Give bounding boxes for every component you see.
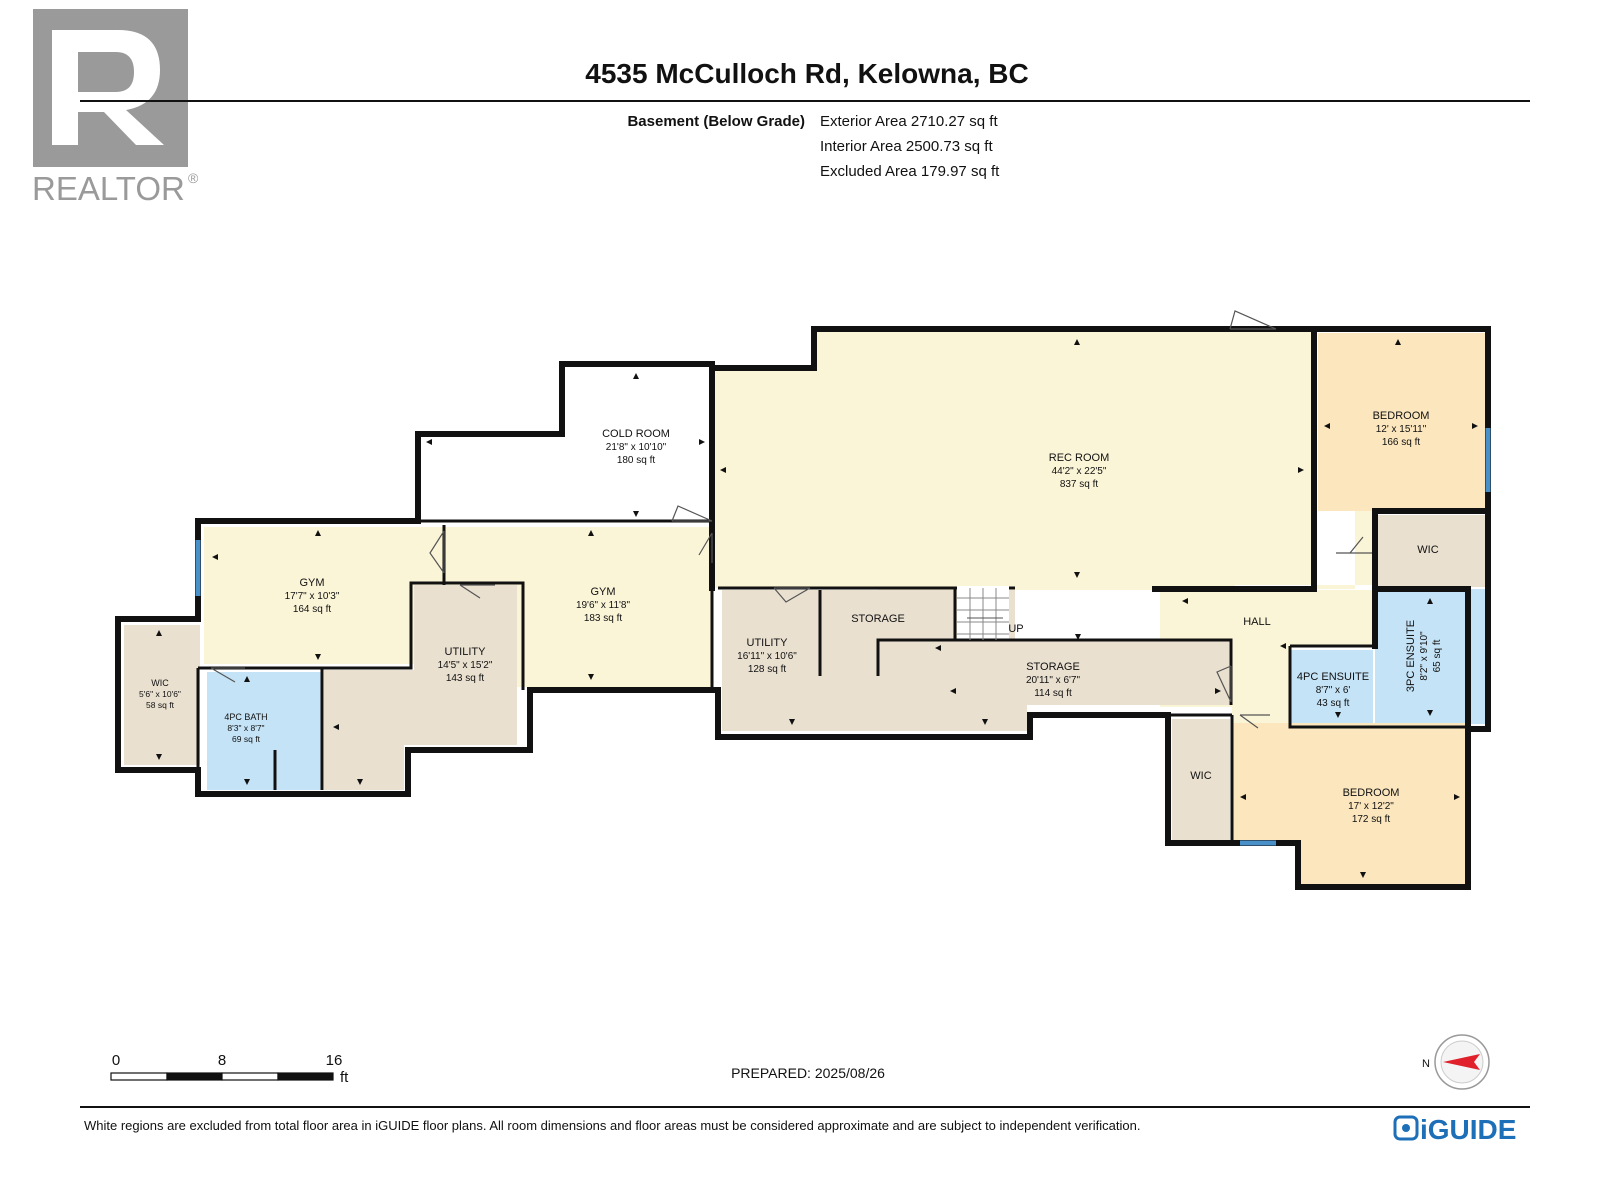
storage-1-area xyxy=(824,590,955,646)
room-name: UTILITY xyxy=(445,646,487,658)
room-dimensions: 8'2" x 9'10" xyxy=(1419,631,1430,681)
compass-arrow-icon xyxy=(1443,1054,1480,1070)
room-area: 69 sq ft xyxy=(232,734,261,744)
door-swing xyxy=(1229,310,1277,330)
realtor-wordmark: REALTOR xyxy=(32,170,185,207)
scale-label-0: 0 xyxy=(112,1052,120,1069)
ensuite-4pc-area xyxy=(1290,650,1373,724)
cold-room-area xyxy=(418,368,712,522)
prepared-date: PREPARED: 2025/08/26 xyxy=(731,1065,885,1081)
stairs-label: UP xyxy=(1008,623,1023,635)
room-dimensions: 5'6" x 10'6" xyxy=(139,689,181,699)
room-name: BEDROOM xyxy=(1373,410,1430,422)
room-labels: COLD ROOM 21'8" x 10'10" 180 sq ft REC R… xyxy=(139,410,1443,825)
room-dimensions: 44'2" x 22'5" xyxy=(1052,466,1107,477)
room-dimensions: 12' x 15'11" xyxy=(1376,424,1427,435)
room-name: WIC xyxy=(1190,770,1211,782)
excluded-area: Excluded Area 179.97 sq ft xyxy=(820,163,1000,180)
footer-disclaimer: White regions are excluded from total fl… xyxy=(84,1118,1140,1133)
bedroom-2-area xyxy=(1232,723,1468,885)
stairs xyxy=(957,588,1009,640)
door-swing xyxy=(698,532,713,563)
room-dimensions: 19'6" x 11'8" xyxy=(576,600,631,611)
door-swing xyxy=(429,530,445,574)
room-name: BEDROOM xyxy=(1343,787,1400,799)
door-swing xyxy=(773,587,811,603)
room-name: WIC xyxy=(1417,544,1438,556)
iguide-wordmark: iGUIDE xyxy=(1420,1114,1516,1145)
room-area: 128 sq ft xyxy=(748,664,787,675)
rec-room-area xyxy=(712,329,1375,640)
wic-3-area xyxy=(1172,719,1230,843)
door-swing xyxy=(671,505,713,522)
page-title: 4535 McCulloch Rd, Kelowna, BC xyxy=(585,58,1028,89)
realtor-logo: REALTOR ® xyxy=(32,9,199,207)
room-name: COLD ROOM xyxy=(602,428,670,440)
room-name: HALL xyxy=(1243,616,1271,628)
room-name: STORAGE xyxy=(1026,661,1080,673)
windows xyxy=(195,428,1491,846)
doors xyxy=(210,310,1372,729)
scale-bar: 0 8 16 ft xyxy=(110,1052,349,1086)
exterior-area: Exterior Area 2710.27 sq ft xyxy=(820,113,998,130)
room-dimensions: 8'3" x 8'7" xyxy=(227,723,264,733)
room-area: 180 sq ft xyxy=(617,455,656,466)
room-area: 172 sq ft xyxy=(1352,814,1391,825)
room-name: STORAGE xyxy=(851,613,905,625)
iguide-logo: iGUIDE xyxy=(1393,1114,1516,1145)
room-dimensions: 16'11" x 10'6" xyxy=(737,651,797,662)
gym-1-area xyxy=(204,527,444,664)
room-name: 4PC BATH xyxy=(224,712,267,722)
dimension-markers xyxy=(156,339,1478,878)
bath-4pc-area xyxy=(207,672,322,790)
room-name: REC ROOM xyxy=(1049,452,1110,464)
room-area: 114 sq ft xyxy=(1034,688,1072,699)
room-name: WIC xyxy=(151,678,169,688)
room-name: GYM xyxy=(299,577,324,589)
room-dimensions: 17' x 12'2" xyxy=(1348,801,1394,812)
room-name: 4PC ENSUITE xyxy=(1297,671,1369,683)
wic-2-area xyxy=(124,625,200,765)
room-fills xyxy=(124,329,1486,885)
room-area: 183 sq ft xyxy=(584,613,623,624)
door-swing xyxy=(459,584,495,599)
room-area: 166 sq ft xyxy=(1382,437,1421,448)
iguide-icon xyxy=(1393,1115,1419,1141)
realtor-registered-mark: ® xyxy=(188,170,199,186)
room-area: 164 sq ft xyxy=(293,604,332,615)
walls xyxy=(115,326,1491,890)
room-dimensions: 14'5" x 15'2" xyxy=(438,660,493,671)
room-dimensions: 8'7" x 6' xyxy=(1316,685,1351,696)
scale-label-8: 8 xyxy=(218,1052,226,1069)
door-swing xyxy=(210,667,245,683)
realtor-r-icon xyxy=(52,30,164,145)
room-area: 43 sq ft xyxy=(1317,698,1350,709)
room-dimensions: 21'8" x 10'10" xyxy=(606,442,667,453)
door-swing xyxy=(1239,714,1270,729)
room-name: UTILITY xyxy=(747,637,789,649)
ensuite-3pc-label: 3PC ENSUITE 8'2" x 9'10" 65 sq ft xyxy=(1405,620,1443,692)
room-dimensions: 17'7" x 10'3" xyxy=(285,591,340,602)
bedroom-1-area xyxy=(1318,333,1486,511)
room-name: 3PC ENSUITE xyxy=(1405,620,1417,692)
door-swing xyxy=(1336,536,1372,554)
room-name: GYM xyxy=(590,586,615,598)
room-area: 65 sq ft xyxy=(1432,639,1443,672)
compass-north-label: N xyxy=(1422,1058,1430,1070)
compass: N xyxy=(1422,1034,1490,1090)
scale-label-16: 16 xyxy=(326,1052,343,1069)
wic-1-area xyxy=(1375,515,1486,587)
room-area: 143 sq ft xyxy=(446,673,485,684)
room-dimensions: 20'11" x 6'7" xyxy=(1026,675,1081,686)
room-area: 837 sq ft xyxy=(1060,479,1099,490)
utility-1-area xyxy=(324,585,517,790)
door-swing xyxy=(1216,665,1232,703)
level-name: Basement (Below Grade) xyxy=(627,113,805,130)
room-area: 58 sq ft xyxy=(146,700,175,710)
interior-area: Interior Area 2500.73 sq ft xyxy=(820,138,993,155)
scale-unit: ft xyxy=(340,1069,349,1086)
